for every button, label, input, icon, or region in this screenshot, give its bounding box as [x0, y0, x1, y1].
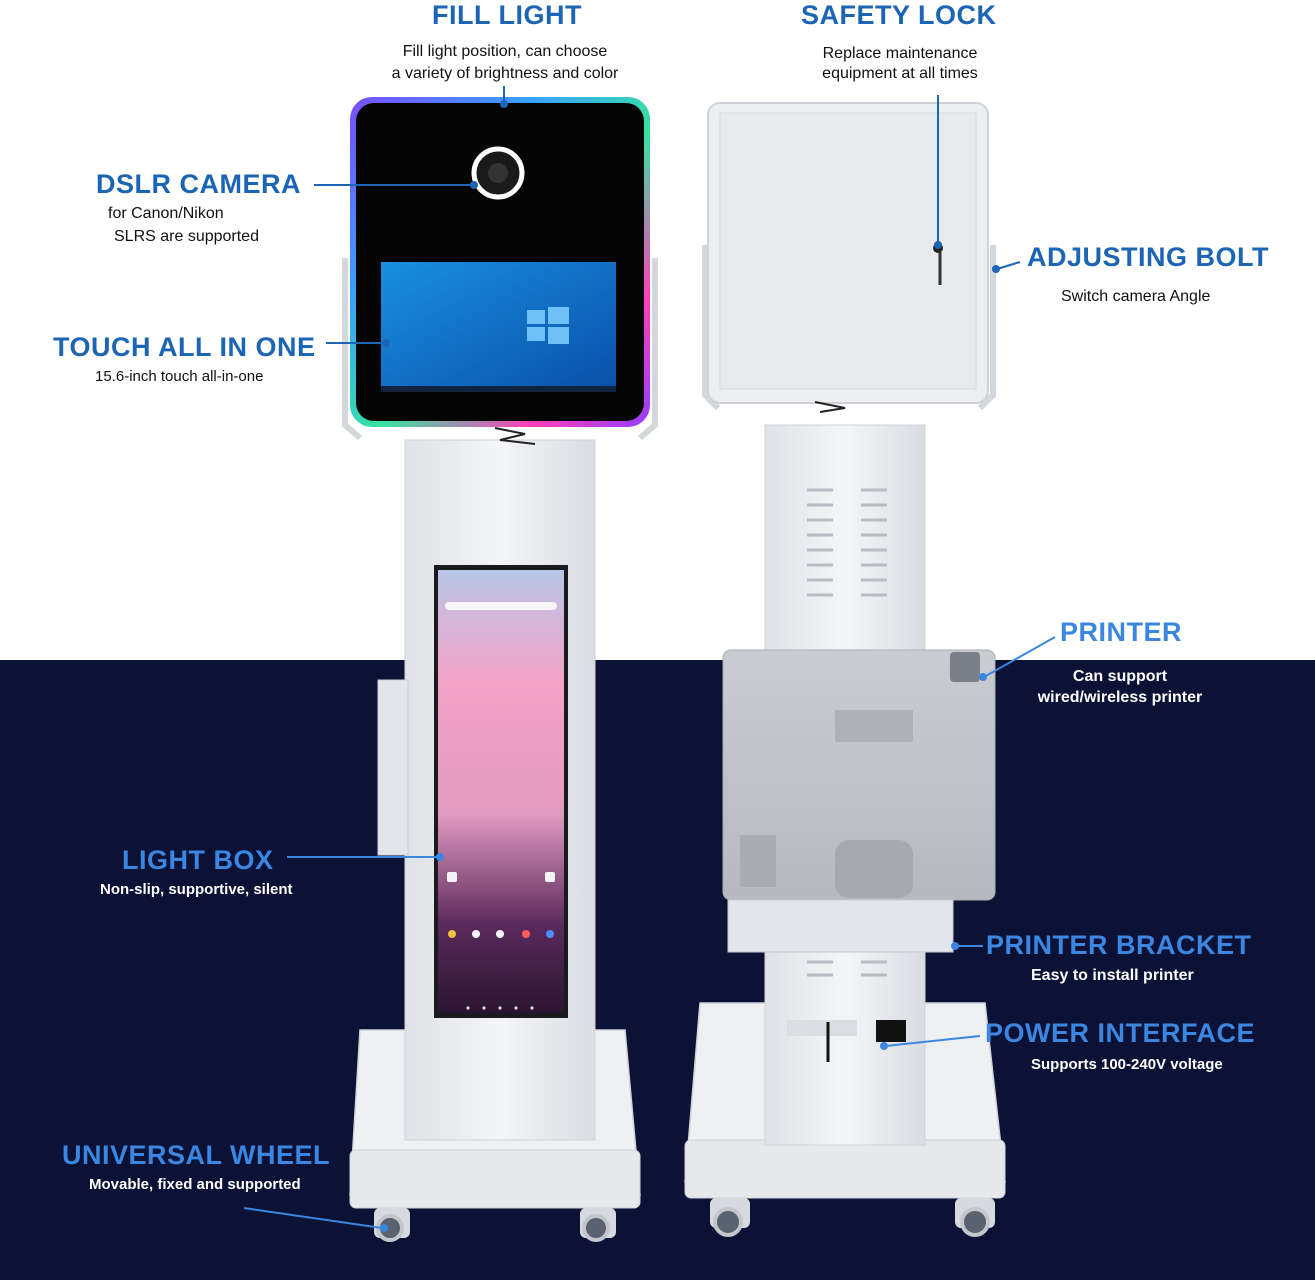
screen-search-bar	[445, 602, 557, 610]
power-interface-desc-1: Supports 100-240V voltage	[1031, 1056, 1223, 1073]
front-base-plate	[349, 1149, 641, 1209]
front-wheel-left	[374, 1208, 410, 1242]
printer-bracket-desc-1: Easy to install printer	[1031, 967, 1194, 984]
vent-slots-upper	[807, 488, 887, 597]
touch-screen	[381, 262, 616, 392]
universal-wheel-title: UNIVERSAL WHEEL	[62, 1140, 331, 1170]
windows-logo	[527, 307, 569, 344]
front-wheel-right	[580, 1208, 616, 1242]
adjusting-bolt-desc-1: Switch camera Angle	[1061, 288, 1211, 305]
light-box-screen	[438, 570, 564, 1013]
camera-lens-inner	[488, 163, 508, 183]
power-switch	[876, 1020, 906, 1042]
back-frame-right	[977, 245, 996, 411]
io-ports	[787, 1020, 857, 1036]
safety-lock-desc-2: equipment at all times	[822, 65, 978, 82]
taskbar	[381, 386, 616, 392]
safety-lock-title: SAFETY LOCK	[801, 0, 997, 30]
back-base-plate	[684, 1139, 1006, 1199]
front-cable	[494, 427, 536, 445]
lower-background	[0, 660, 1315, 1280]
printer-handle	[950, 652, 980, 682]
dslr-camera-desc-2: SLRS are supported	[114, 228, 259, 245]
back-wheel-left	[710, 1198, 750, 1237]
printer-desc-2: wired/wireless printer	[1037, 689, 1203, 706]
lock-cylinder	[933, 243, 943, 253]
universal-wheel-desc-1: Movable, fixed and supported	[89, 1176, 301, 1193]
printer-bracket-shape	[727, 899, 954, 953]
printer-title: PRINTER	[1060, 617, 1183, 647]
front-kiosk	[342, 97, 658, 1242]
fill-light-desc-1: Fill light position, can choose	[402, 43, 608, 60]
dslr-camera-title: DSLR CAMERA	[96, 169, 301, 199]
screen-app-icons	[447, 872, 555, 1010]
back-wheel-right	[955, 1198, 995, 1237]
back-cable	[814, 401, 846, 413]
dslr-camera-desc-1: for Canon/Nikon	[108, 205, 224, 222]
printer-side-vent	[740, 835, 776, 887]
fill-light-desc-2: a variety of brightness and color	[391, 65, 619, 82]
printer-desc-1: Can support	[1072, 668, 1168, 685]
printer-bracket-title: PRINTER BRACKET	[986, 930, 1252, 960]
adjusting-bolt-title: ADJUSTING BOLT	[1027, 242, 1269, 272]
back-frame-left	[702, 245, 721, 411]
printer-grille	[835, 710, 913, 742]
front-side-box	[377, 679, 409, 856]
power-interface-title: POWER INTERFACE	[985, 1018, 1256, 1048]
touch-all-in-one-desc-1: 15.6-inch touch all-in-one	[95, 368, 264, 385]
touch-all-in-one-title: TOUCH ALL IN ONE	[53, 332, 316, 362]
fill-light-title: FILL LIGHT	[432, 0, 582, 30]
back-kiosk	[684, 102, 1006, 1237]
light-box-desc-1: Non-slip, supportive, silent	[100, 881, 293, 898]
vent-slots-lower	[807, 960, 887, 977]
light-box-title: LIGHT BOX	[122, 845, 274, 875]
printer-port-cover	[835, 840, 913, 898]
front-frame-right	[638, 258, 658, 441]
back-panel-inner	[719, 112, 977, 390]
front-frame-left	[342, 258, 362, 441]
safety-lock-desc-1: Replace maintenance	[822, 45, 978, 62]
